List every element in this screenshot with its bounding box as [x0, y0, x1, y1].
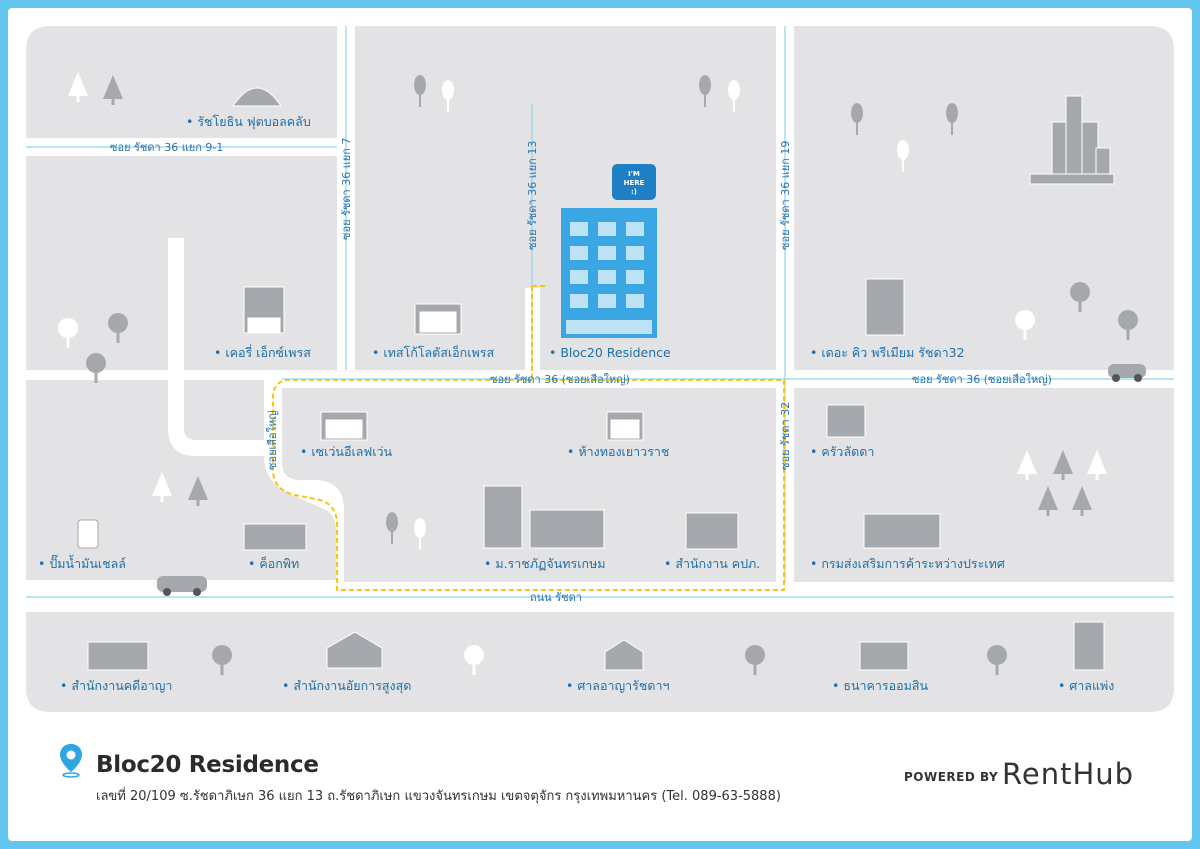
place-ditp: • กรมส่งเสริมการค้าระหว่างประเทศ [810, 556, 1005, 571]
oic-building-icon [685, 512, 739, 550]
property-address: เลขที่ 20/109 ซ.รัชดาภิเษก 36 แยก 13 ถ.ร… [96, 789, 781, 804]
building-icons [77, 87, 1115, 671]
place-ratchayothin-football: • รัชโยธิน ฟุตบอลคลับ [186, 114, 311, 130]
street-thanon-ratchada: ถนน รัชดา [530, 591, 582, 604]
street-soi-36-right: ซอย รัชดา 36 (ซอยเสือใหญ่) [912, 373, 1052, 386]
route-path [272, 285, 785, 591]
alley-left [168, 238, 264, 456]
street-soi-13: ซอย รัชดา 36 แยก 13 [526, 141, 539, 250]
location-pin-icon [60, 744, 82, 778]
street-soi-19: ซอย รัชดา 36 แยก 19 [779, 141, 792, 250]
place-chandrakasem: • ม.ราชภัฏจันทรเกษม [484, 556, 606, 571]
street-soi-9-1: ซอย รัชดา 36 แยก 9-1 [110, 141, 223, 154]
place-ocpb: • สำนักงาน คปภ. [664, 556, 760, 571]
place-kerry-express: • เคอรี่ เอ็กซ์เพรส [214, 344, 311, 360]
car-icon [157, 576, 207, 592]
place-tesco-lotus: • เทสโก้โลตัสเอ็กเพรส [372, 345, 494, 360]
the-cue-building-icon [865, 278, 905, 336]
oag-building-icon [326, 631, 383, 669]
place-criminal-court: • ศาลอาญารัชดาฯ [566, 678, 670, 693]
block-center-top [355, 26, 776, 370]
place-cockpit: • ค็อกพิท [248, 556, 299, 571]
pin-bubble-line-1: I'M [628, 170, 640, 178]
pin-bubble-icon [612, 164, 656, 200]
pin-bubble-line-2: HERE [624, 179, 645, 187]
place-oag: • สำนักงานอัยการสูงสุด [282, 678, 411, 694]
block-left-lower [26, 380, 264, 580]
bloc20-building-icon: I'M HERE :) [561, 164, 657, 338]
place-krua-lat-da: • ครัวลัดดา [810, 444, 874, 459]
block-bottom [26, 612, 1174, 712]
place-ago: • สำนักงานคดีอาญา [60, 678, 172, 693]
ditp-building-icon [863, 513, 941, 549]
ago-building-icon [87, 641, 149, 671]
krua-building-icon [826, 404, 866, 438]
stadium-icon [232, 87, 282, 107]
street-soi-36-center: ซอย รัชดา 36 (ซอยเสือใหญ่) [490, 373, 630, 386]
criminal-court-building-icon [604, 639, 644, 671]
pin-bubble-line-3: :) [631, 188, 637, 196]
block-center-bottom [282, 388, 776, 582]
place-civil-court: • ศาลแพ่ง [1058, 678, 1114, 693]
renthub-logo[interactable]: RentHub [1002, 757, 1135, 791]
street-labels: ซอย รัชดา 36 แยก 9-1 ซอย รัชดา 36 แยก 7 … [110, 138, 1052, 604]
property-title: Bloc20 Residence [96, 752, 319, 778]
block-right-top [794, 26, 1174, 370]
university-building-icon [483, 485, 523, 549]
fuel-pump-icon [77, 519, 99, 549]
place-gold-shop: • ห้างทองเยาวราช [567, 444, 669, 459]
place-gsb: • ธนาคารออมสิน [832, 678, 929, 693]
car-icons [157, 364, 1146, 596]
place-bloc20: • Bloc20 Residence [549, 345, 671, 360]
street-soi-7: ซอย รัชดา 36 แยก 7 [340, 138, 353, 240]
gsb-building-icon [859, 641, 909, 671]
place-labels: • รัชโยธิน ฟุตบอลคลับ • เคอรี่ เอ็กซ์เพร… [38, 114, 1114, 694]
place-seven-eleven: • เซเว่นอีเลฟเว่น [300, 444, 393, 459]
place-shell: • ปั๊มน้ำมันเชลล์ [38, 554, 126, 571]
street-soi-32: ซอย รัชดา 32 [779, 402, 792, 470]
civil-court-building-icon [1073, 621, 1105, 671]
street-soi-suea-yai: ซอยเสือใหญ่ [266, 410, 279, 470]
block-top-left [26, 26, 337, 138]
place-the-cue: • เดอะ คิว พรีเมียม รัชดา32 [810, 345, 965, 360]
powered-by-label: POWERED BY [904, 770, 999, 784]
cockpit-building-icon [243, 523, 307, 551]
